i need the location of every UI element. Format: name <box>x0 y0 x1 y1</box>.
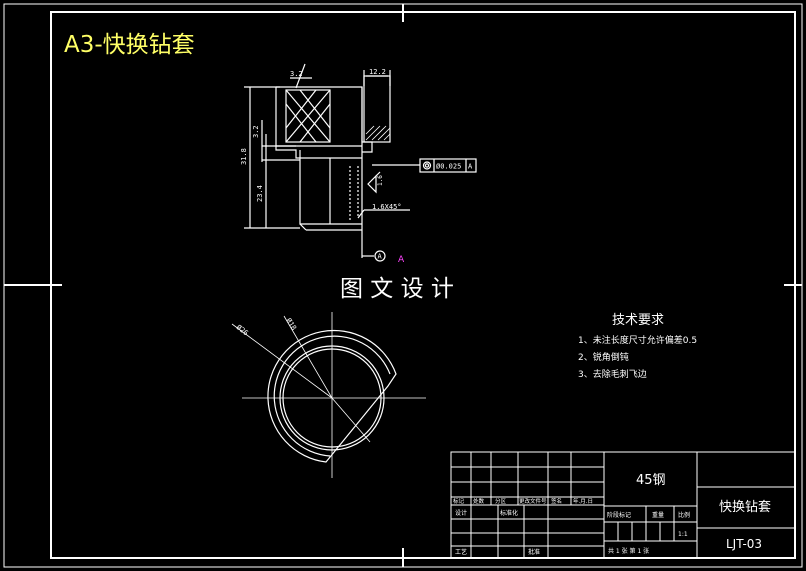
watermark: 图 文 设 计 <box>340 276 454 302</box>
tech-item-3: 3、去除毛刺飞边 <box>578 368 647 380</box>
section-hatch <box>365 125 391 141</box>
col-count: 处数 <box>473 497 485 505</box>
drawing-number: LJT-03 <box>726 537 762 551</box>
tolerance-value: Ø0.025 <box>436 163 461 171</box>
tech-item-1: 1、未注长度尺寸允许偏差0.5 <box>578 334 697 346</box>
label-approve: 批准 <box>528 548 540 556</box>
dim-v-upper: 3.2 <box>252 125 260 138</box>
label-design: 设计 <box>455 509 467 517</box>
part-name: 快换钻套 <box>719 499 771 515</box>
tech-item-2: 2、锐角倒钝 <box>578 351 629 363</box>
label-weight: 重量 <box>652 511 664 519</box>
col-signature: 签名 <box>551 497 562 505</box>
label-standard: 标准化 <box>500 509 518 517</box>
scale-value: 1:1 <box>678 531 688 538</box>
front-view <box>244 63 477 262</box>
col-date: 年.月.日 <box>573 497 593 505</box>
title-block <box>450 451 796 559</box>
dim-v-lower: 23.4 <box>256 185 264 202</box>
label-scale: 比例 <box>678 511 690 519</box>
dim-top-left: 3.2 <box>290 70 303 78</box>
tolerance-datum: A <box>468 163 473 171</box>
top-view <box>231 312 426 478</box>
section-mark: A <box>398 255 405 265</box>
datum-label: A <box>378 253 383 261</box>
label-craft: 工艺 <box>455 548 467 556</box>
col-zone: 分区 <box>495 497 507 505</box>
material: 45钢 <box>636 473 666 488</box>
col-change-doc: 更改文件号 <box>519 497 547 505</box>
sheet-info: 共 1 张 第 1 张 <box>608 547 649 555</box>
label-stage: 阶段标记 <box>607 511 631 519</box>
dim-v-total: 31.8 <box>240 148 248 165</box>
col-mark: 标记 <box>453 497 465 505</box>
dim-top-right: 12.2 <box>369 68 386 76</box>
chamfer-label: 1.6X45° <box>372 203 402 211</box>
roughness-label: 1.6 <box>377 175 384 186</box>
tech-heading: 技术要求 <box>612 313 664 328</box>
drawing-title: A3-快换钻套 <box>64 32 195 58</box>
drawing-frame <box>3 3 803 568</box>
